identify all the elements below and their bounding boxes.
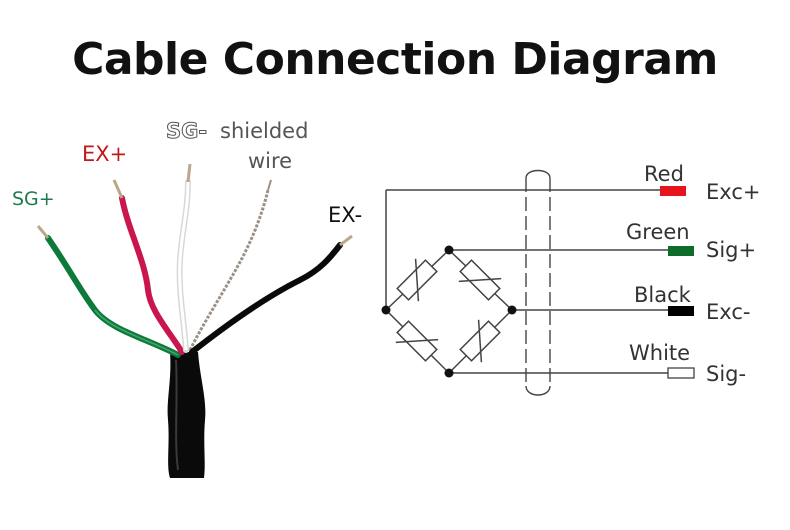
node-top — [444, 245, 454, 255]
node-left — [381, 305, 391, 315]
label-ex-plus: EX+ — [82, 142, 128, 166]
wire-tip-white — [186, 163, 192, 183]
label-ex-minus: EX- — [328, 203, 363, 227]
label-shielded: shielded — [220, 119, 309, 143]
terminal-label-sig-plus: Sig+ — [706, 238, 757, 262]
node-right — [507, 305, 517, 315]
wire-shield — [188, 189, 270, 351]
terminal-green — [668, 246, 694, 256]
bridge-diamond — [384, 248, 514, 375]
wire-label-black: Black — [634, 283, 691, 307]
wire-tip-green — [36, 225, 50, 239]
wire-black — [189, 242, 343, 355]
strain-gauge-3 — [395, 320, 439, 362]
label-sg-plus: SG+ — [12, 188, 55, 210]
wire-label-white: White — [629, 341, 691, 365]
label-sg-minus: SG- — [165, 119, 208, 143]
strain-gauge-1 — [396, 258, 438, 302]
strain-gauge-4 — [459, 319, 501, 363]
shield-cylinder — [525, 169, 551, 396]
strain-gauge-2 — [458, 259, 502, 301]
terminal-red — [660, 186, 686, 196]
node-bottom — [444, 368, 454, 378]
terminal-label-sig-minus: Sig- — [706, 362, 747, 386]
terminal-label-exc-plus: Exc+ — [706, 180, 761, 204]
wire-tip-red — [112, 179, 124, 199]
terminal-label-exc-minus: Exc- — [706, 300, 751, 324]
label-shielded-wire: wire — [248, 149, 293, 173]
wire-label-red: Red — [644, 162, 684, 186]
terminal-white — [667, 367, 695, 379]
wire-label-green: Green — [626, 220, 690, 244]
wire-tip-black — [339, 234, 353, 247]
wire-tip-shield — [267, 179, 272, 191]
terminal-black — [668, 306, 694, 316]
page-title: Cable Connection Diagram — [72, 34, 718, 85]
wire-red — [119, 195, 185, 355]
